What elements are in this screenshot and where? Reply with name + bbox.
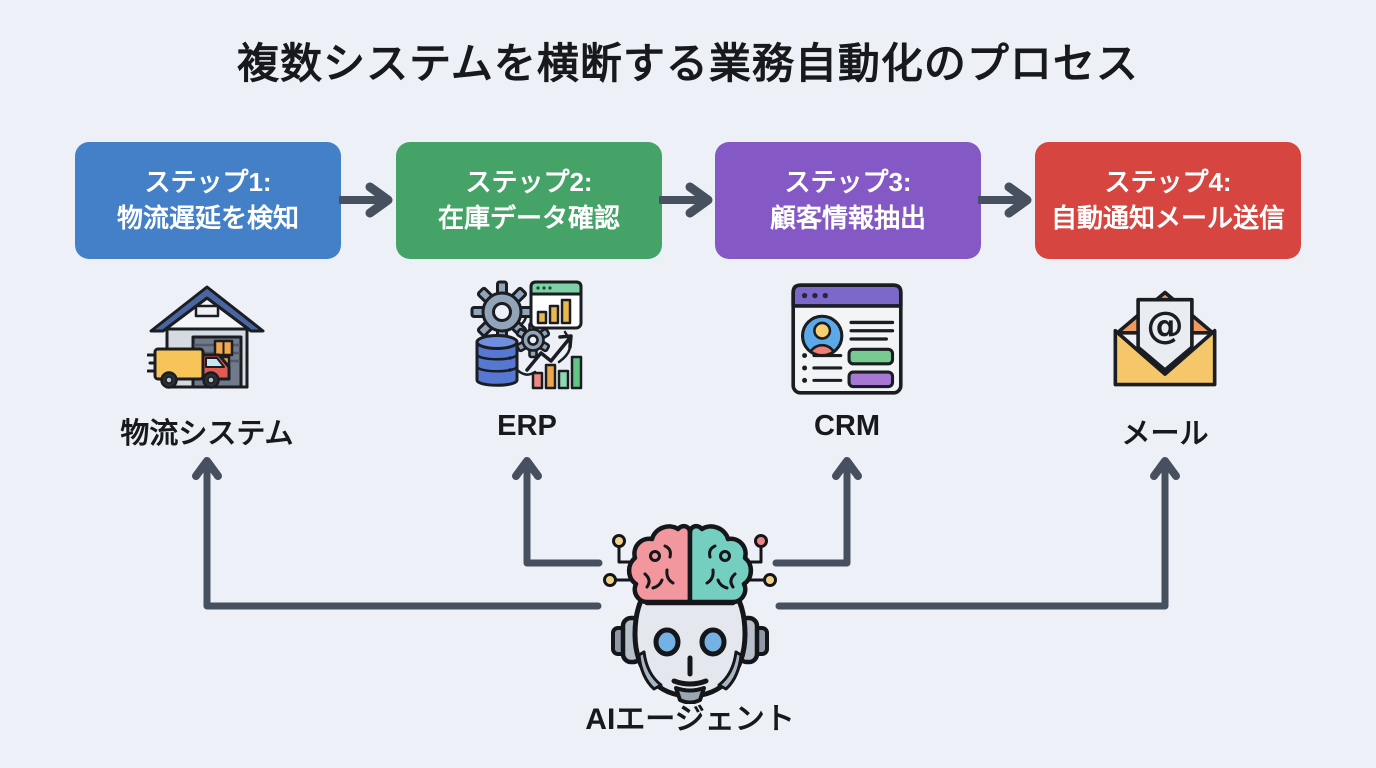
step-1-title: ステップ1: — [144, 167, 272, 198]
arrow-agent-to-logistics — [192, 457, 602, 610]
step-1-desc: 物流遅延を検知 — [116, 203, 299, 233]
system-label-erp: ERP — [497, 410, 557, 442]
step-4-title: ステップ4: — [1104, 167, 1232, 198]
arrow-agent-to-mail — [775, 457, 1180, 610]
page-title: 複数システムを横断する業務自動化のプロセス — [237, 40, 1139, 87]
arrow-agent-to-crm — [772, 457, 862, 567]
arrow-step2-to-step3-icon — [659, 182, 713, 218]
at-symbol: @ — [1146, 303, 1183, 347]
step-1-box: ステップ1: 物流遅延を検知 — [75, 142, 341, 259]
system-label-mail: メール — [1121, 418, 1209, 450]
step-2-box: ステップ2: 在庫データ確認 — [396, 142, 662, 259]
step-3-title: ステップ3: — [784, 167, 912, 198]
step-4-desc: 自動通知メール送信 — [1050, 203, 1285, 233]
arrow-agent-to-erp — [512, 457, 603, 567]
system-label-logistics: 物流システム — [120, 418, 294, 450]
erp-gears-database-icon — [470, 280, 583, 390]
step-2-desc: 在庫データ確認 — [437, 203, 620, 233]
arrow-step1-to-step2-icon — [339, 182, 393, 218]
step-2-title: ステップ2: — [465, 167, 593, 198]
step-4-box: ステップ4: 自動通知メール送信 — [1035, 142, 1301, 259]
agent-label: AIエージェント — [585, 703, 795, 736]
email-envelope-icon: @ — [1113, 290, 1217, 387]
crm-browser-icon — [791, 283, 903, 395]
system-label-crm: CRM — [813, 410, 881, 442]
warehouse-truck-icon — [147, 285, 265, 389]
step-3-box: ステップ3: 顧客情報抽出 — [715, 142, 981, 259]
ai-robot-brain-icon — [603, 523, 777, 704]
step-3-desc: 顧客情報抽出 — [769, 203, 926, 233]
arrow-step3-to-step4-icon — [978, 182, 1032, 218]
